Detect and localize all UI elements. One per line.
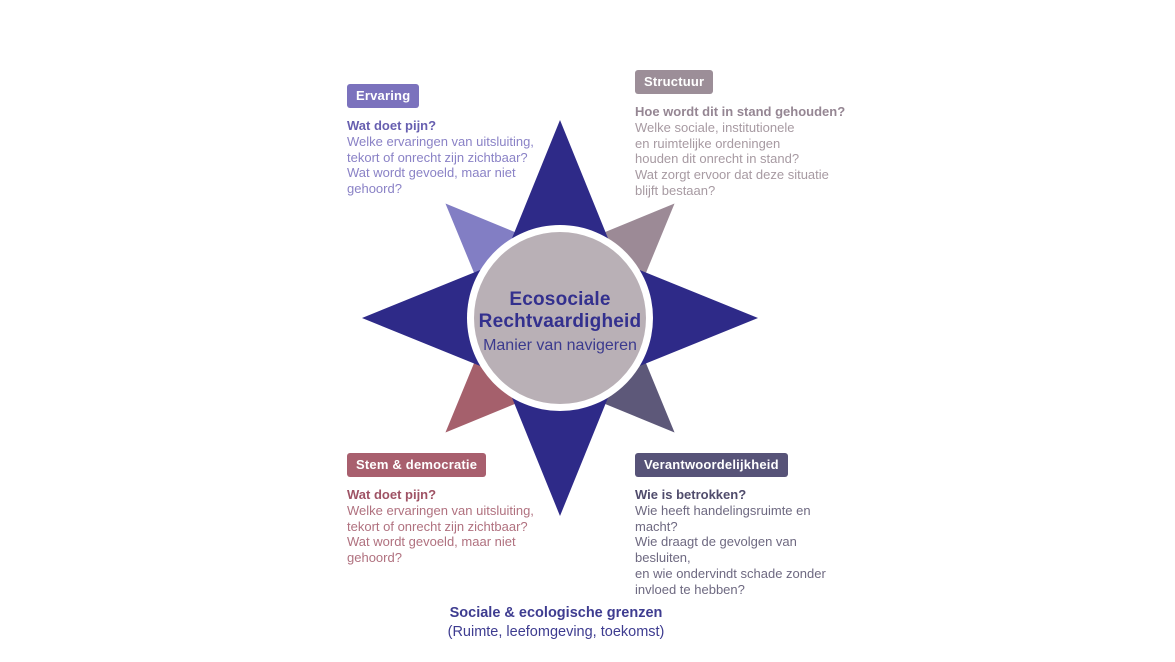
footer-subtitle: (Ruimte, leefomgeving, toekomst) xyxy=(447,624,665,640)
quadrant-ervaring-badge: Ervaring xyxy=(347,84,420,108)
quadrant-verantwoordelijkheid-body: Wie heeft handelingsruimte en macht? Wie… xyxy=(635,502,826,597)
quadrant-verantwoordelijkheid: Verantwoordelijkheid Wie is betrokken? W… xyxy=(635,453,850,598)
quadrant-structuur-question: Hoe wordt dit in stand gehouden? xyxy=(635,104,846,119)
quadrant-structuur: Structuur Hoe wordt dit in stand gehoude… xyxy=(635,70,850,199)
quadrant-stem-democratie-body: Welke ervaringen van uitsluiting, tekort… xyxy=(347,502,534,566)
quadrant-stem-democratie-badge: Stem & democratie xyxy=(347,453,487,477)
compass-point-southeast xyxy=(578,336,675,433)
compass-point-west xyxy=(362,262,500,374)
quadrant-ervaring: Ervaring Wat doet pijn? Welke ervaringen… xyxy=(347,84,562,197)
compass-point-southwest xyxy=(445,336,542,433)
footer-caption: Sociale & ecologische grenzen (Ruimte, l… xyxy=(356,604,756,642)
quadrant-ervaring-body: Welke ervaringen van uitsluiting, tekort… xyxy=(347,133,534,197)
quadrant-stem-democratie: Stem & democratie Wat doet pijn? Welke e… xyxy=(347,453,562,566)
quadrant-stem-democratie-question: Wat doet pijn? xyxy=(347,487,437,502)
quadrant-verantwoordelijkheid-question: Wie is betrokken? xyxy=(635,487,747,502)
compass-point-south xyxy=(504,378,616,516)
compass-point-east xyxy=(620,262,758,374)
compass-point-northeast xyxy=(578,203,675,300)
compass-point-northwest xyxy=(445,203,542,300)
quadrant-verantwoordelijkheid-badge: Verantwoordelijkheid xyxy=(635,453,788,477)
center-circle xyxy=(474,232,646,404)
quadrant-structuur-badge: Structuur xyxy=(635,70,714,94)
compass-point-north xyxy=(504,120,616,258)
quadrant-structuur-body: Welke sociale, institutionele en ruimtel… xyxy=(635,119,829,198)
footer-title: Sociale & ecologische grenzen xyxy=(449,605,663,621)
quadrant-ervaring-question: Wat doet pijn? xyxy=(347,118,437,133)
